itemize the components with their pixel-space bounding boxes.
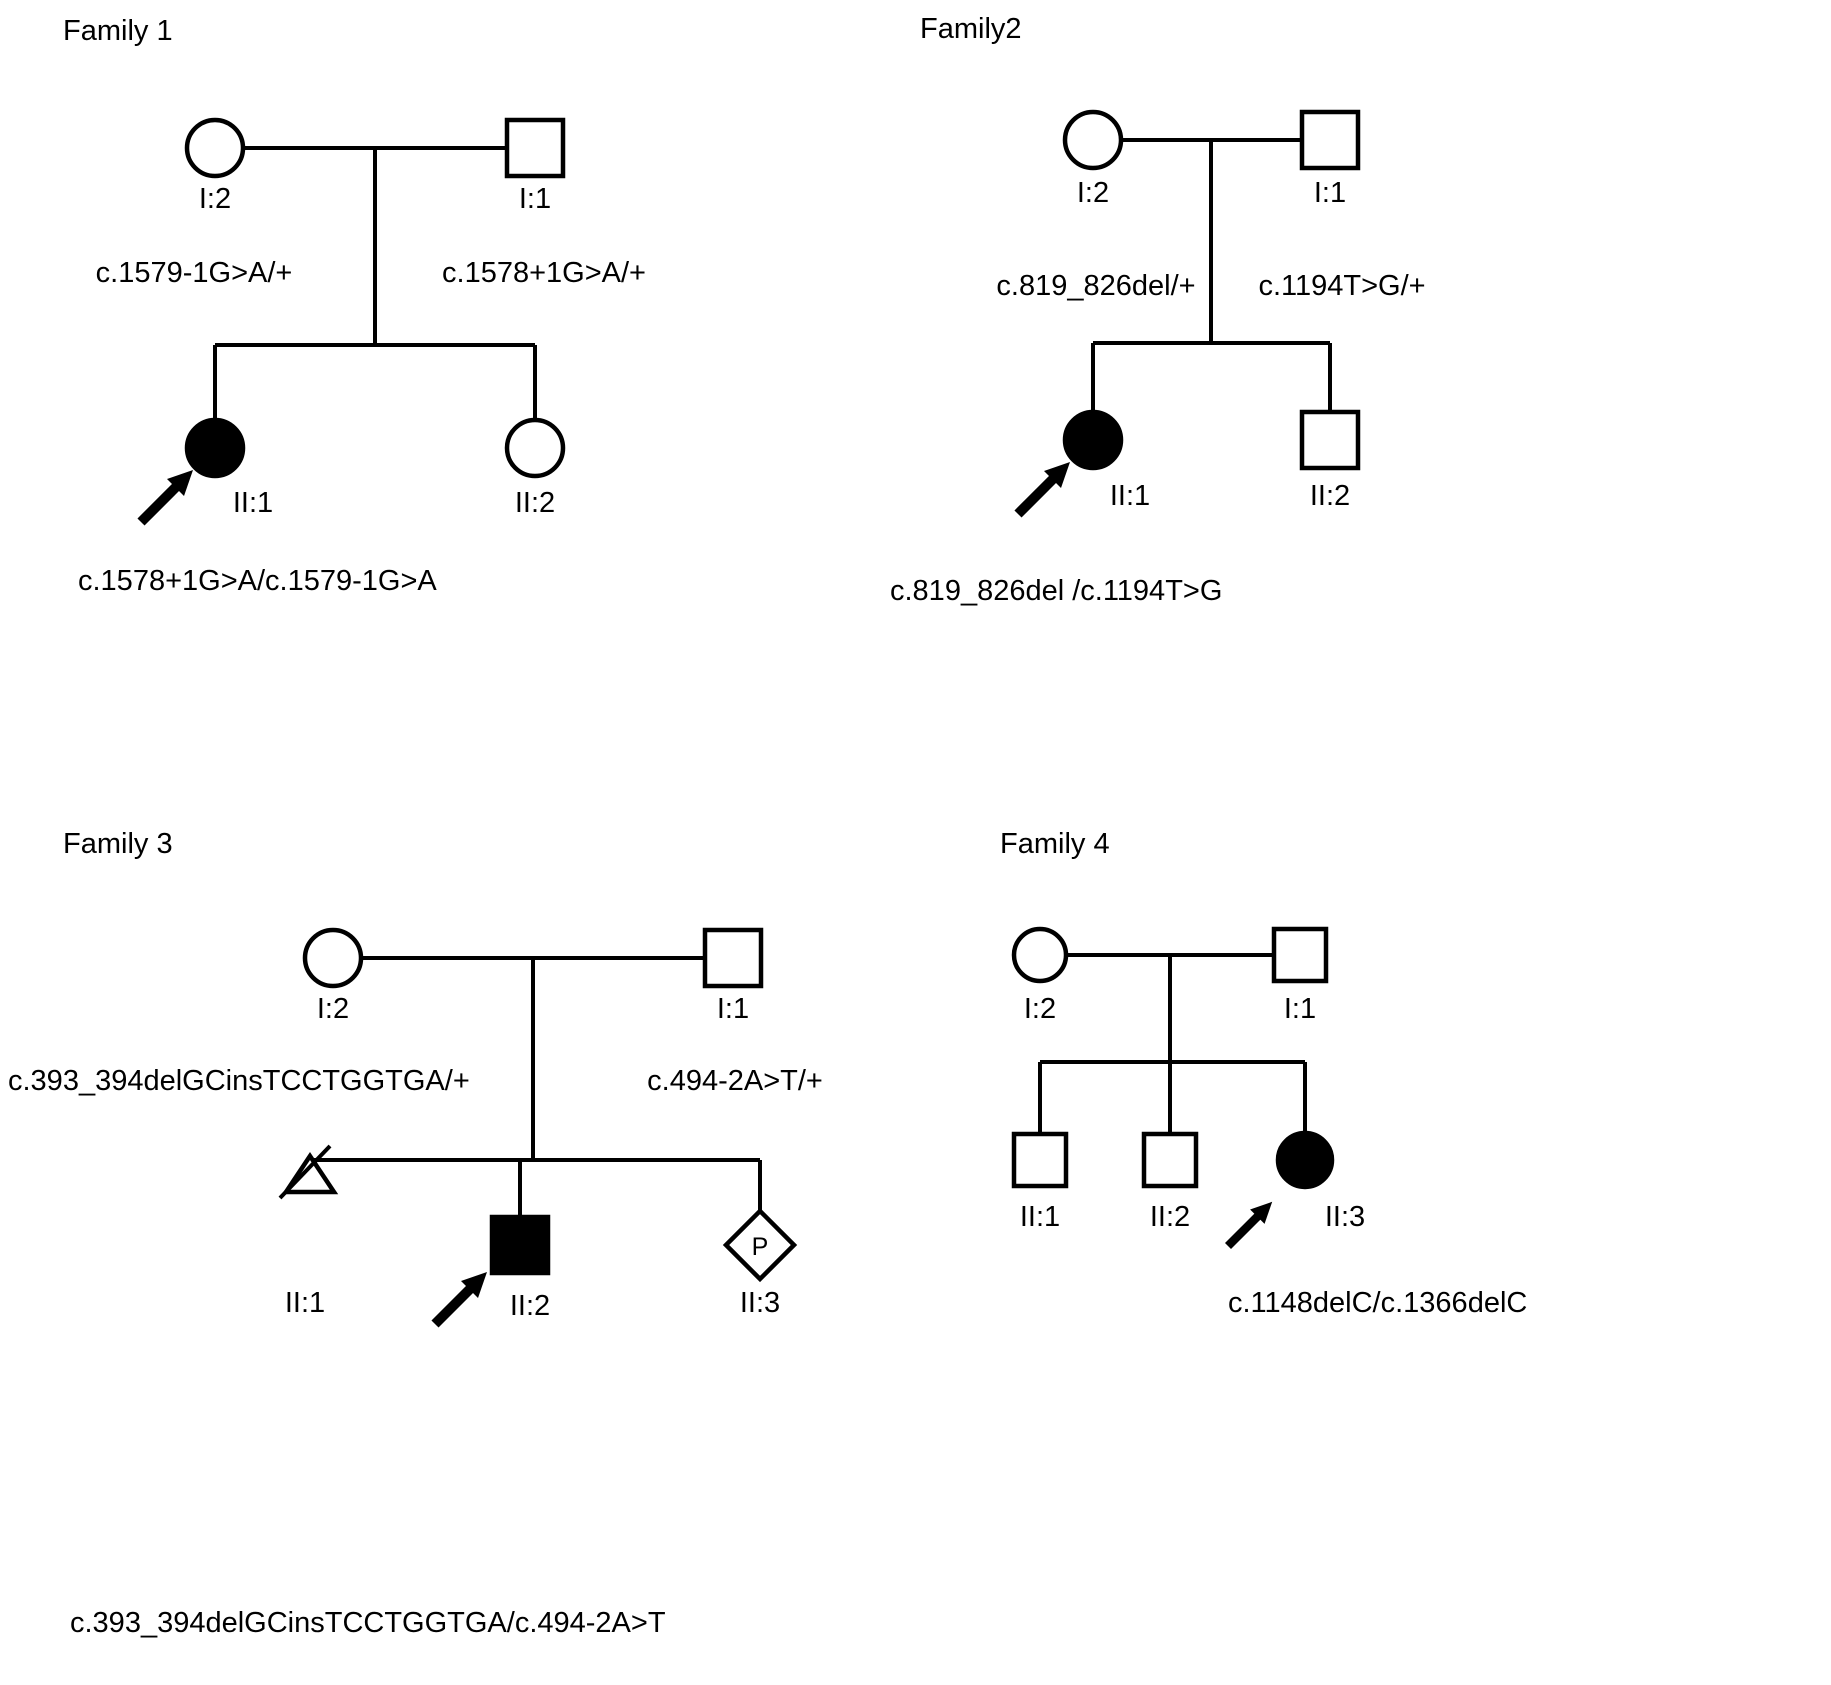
family3-mother-mutation: c.393_394delGCinsTCCTGGTGA/+ [8,1065,470,1097]
family1-individual-II2-label: II:2 [515,487,555,519]
family1-title: Family 1 [63,15,173,47]
family2-individual-II1-label: II:1 [1110,480,1150,512]
family2-individual-I1-symbol [1299,109,1361,171]
family4-pedigree: Family 4 I:2 I:1 II:1 II:2 II:3 c.1148de… [1000,828,1527,1319]
family3-individual-I1-label: I:1 [717,993,749,1025]
family2-individual-II1-symbol [1062,409,1124,471]
family3-individual-II3-label: II:3 [740,1287,780,1319]
family2-individual-I2-symbol [1062,109,1124,171]
family1-proband-arrow-icon [141,470,193,522]
family2-individual-II2-symbol [1299,409,1361,471]
family3-individual-II3-diamond-symbol [722,1207,798,1283]
family1-mother-mutation: c.1579-1G>A/+ [96,257,293,289]
family4-individual-I1-label: I:1 [1284,993,1316,1025]
family3-proband-arrow-icon [435,1272,487,1324]
family1-father-mutation: c.1578+1G>A/+ [442,257,646,289]
family4-title: Family 4 [1000,828,1110,860]
family4-individual-I2-label: I:2 [1024,993,1056,1025]
family1-individual-I1-label: I:1 [519,183,551,215]
family4-individual-II1-symbol [1011,1131,1069,1189]
family1-individual-II2-symbol [504,417,566,479]
family3-father-mutation: c.494-2A>T/+ [647,1065,823,1097]
family3-proband-genotype: c.393_394delGCinsTCCTGGTGA/c.494-2A>T [70,1607,666,1639]
family4-proband-genotype: c.1148delC/c.1366delC [1228,1287,1527,1319]
family4-individual-II3-label: II:3 [1325,1201,1365,1233]
family3-pedigree: Family 3 P I:2 I:1 c.393_394delGCinsTCCT… [8,828,823,1639]
family4-individual-II2-symbol [1141,1131,1199,1189]
family3-individual-II1-slash [278,1144,332,1200]
family4-proband-arrow-icon [1228,1202,1272,1246]
family2-father-mutation: c.1194T>G/+ [1258,270,1425,302]
family3-individual-I2-label: I:2 [317,993,349,1025]
family4-individual-II1-label: II:1 [1020,1201,1060,1233]
family2-proband-arrow-icon [1018,462,1070,514]
family3-individual-II2-label: II:2 [510,1290,550,1322]
family1-individual-I1-symbol [504,117,566,179]
family2-individual-I1-label: I:1 [1314,177,1346,209]
family3-individual-II3-inside-letter: P [752,1233,769,1261]
family4-individual-I1-symbol [1271,926,1329,984]
family1-pedigree: Family 1 I:2 I:1 c.1579-1G>A/+ c.1578+1G… [63,15,646,597]
family2-individual-I2-label: I:2 [1077,177,1109,209]
family1-individual-I2-symbol [184,117,246,179]
family4-individual-II2-label: II:2 [1150,1201,1190,1233]
family3-title: Family 3 [63,828,173,860]
family1-proband-genotype: c.1578+1G>A/c.1579-1G>A [78,565,437,597]
family4-individual-II3-symbol [1275,1130,1335,1190]
family3-individual-II1-label: II:1 [285,1287,325,1319]
family3-individual-I2-symbol [302,927,364,989]
family2-proband-genotype: c.819_826del /c.1194T>G [890,575,1222,607]
family2-title: Family2 [920,13,1022,45]
family1-individual-II1-symbol [184,417,246,479]
family2-individual-II2-label: II:2 [1310,480,1350,512]
family3-individual-II2-symbol [489,1214,551,1276]
family3-individual-II1-triangle-symbol [281,1151,339,1195]
family2-pedigree: Family2 I:2 I:1 c.819_826del/+ c.1194T>G… [890,13,1426,607]
family1-individual-II1-label: II:1 [233,487,273,519]
family3-individual-I1-symbol [702,927,764,989]
family2-mother-mutation: c.819_826del/+ [996,270,1195,302]
family4-individual-I2-symbol [1011,926,1069,984]
family1-individual-I2-label: I:2 [199,183,231,215]
